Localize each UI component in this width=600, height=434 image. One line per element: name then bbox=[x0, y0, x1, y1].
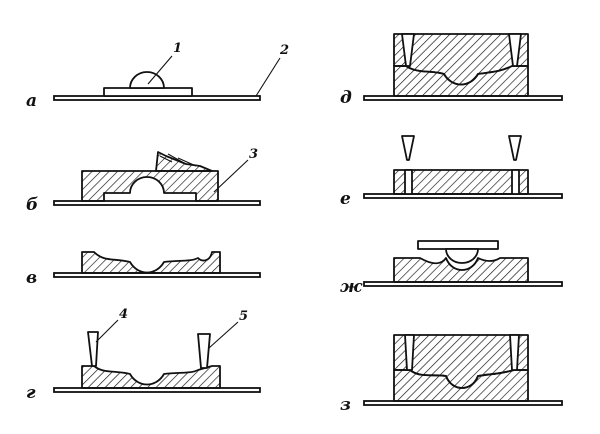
leader-line-5 bbox=[208, 321, 239, 349]
callout-2: 2 bbox=[279, 43, 289, 58]
lower-half-mold-open bbox=[393, 257, 529, 283]
leader-line-3 bbox=[213, 159, 249, 193]
callout-3: 3 bbox=[249, 147, 258, 162]
panel-b: б 3 bbox=[26, 147, 261, 215]
panel-label-b: б bbox=[26, 195, 38, 215]
panel-g: г 4 5 bbox=[26, 307, 261, 403]
pattern-model bbox=[103, 71, 193, 97]
base-plate bbox=[53, 200, 261, 206]
extracted-pattern bbox=[417, 240, 499, 264]
panel-zh: ж bbox=[340, 240, 563, 297]
panel-v: в bbox=[26, 251, 261, 288]
panel-z: з bbox=[340, 334, 563, 415]
panel-label-d: д bbox=[340, 88, 352, 108]
riser-pin bbox=[197, 333, 211, 369]
callout-1: 1 bbox=[173, 41, 182, 56]
callout-4: 4 bbox=[119, 307, 128, 322]
sprue-pin bbox=[87, 331, 99, 367]
callout-5: 5 bbox=[239, 309, 248, 324]
upper-half-mold bbox=[393, 169, 529, 195]
panel-label-z: з bbox=[340, 395, 351, 415]
panel-label-v: в bbox=[26, 268, 37, 288]
leader-line-4 bbox=[95, 319, 119, 343]
panel-d: д bbox=[340, 33, 563, 108]
panel-label-e: е bbox=[340, 189, 351, 209]
half-mold-lower bbox=[81, 251, 221, 274]
half-mold-with-sprues bbox=[81, 365, 221, 389]
panel-a: а 1 2 bbox=[26, 41, 289, 111]
removed-riser-pin bbox=[508, 135, 522, 161]
panel-label-a: а bbox=[26, 91, 37, 111]
leader-line-1 bbox=[147, 55, 173, 85]
final-assembled-mold bbox=[393, 334, 529, 402]
leader-line-2 bbox=[255, 57, 281, 97]
removed-sprue-pin bbox=[401, 135, 415, 161]
panel-e: е bbox=[340, 135, 563, 209]
panel-label-zh: ж bbox=[340, 277, 363, 297]
assembled-mold bbox=[393, 33, 529, 97]
molding-flask-filled bbox=[81, 170, 219, 202]
panel-label-g: г bbox=[26, 383, 36, 403]
sand-pouring bbox=[155, 151, 213, 172]
